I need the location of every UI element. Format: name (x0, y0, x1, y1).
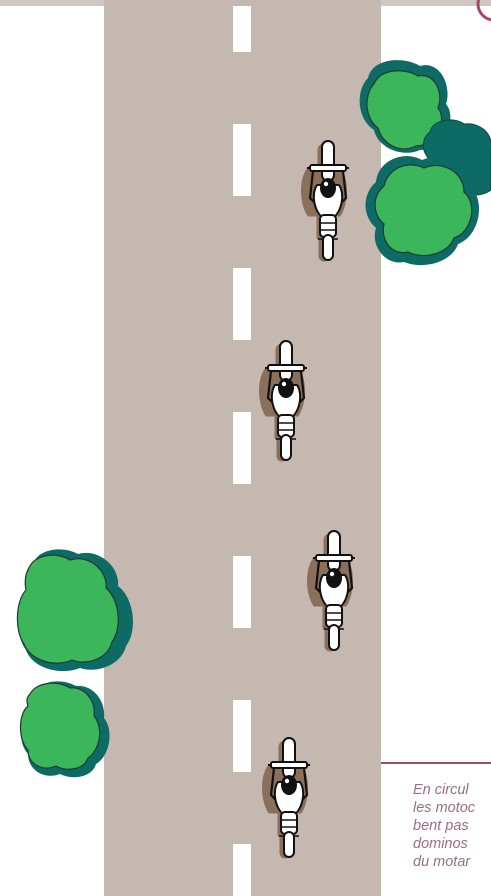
caption-line: les motoc (413, 799, 491, 817)
lane-dash (233, 268, 251, 340)
bush-icon (21, 681, 110, 777)
lane-dash (233, 844, 251, 896)
caption-line: dominos (413, 835, 491, 853)
lane-dash (233, 556, 251, 628)
lane-dash (233, 412, 251, 484)
caption-line: En circul (413, 781, 491, 799)
caption-text: En circul les motoc bent pas dominos du … (413, 781, 491, 871)
caption-line: bent pas (413, 817, 491, 835)
caption-line: du motar (413, 853, 491, 871)
lane-dash (233, 124, 251, 196)
lane-center-markings (233, 6, 251, 896)
bush-icon (366, 156, 480, 265)
lane-dash (233, 700, 251, 772)
lane-dash (233, 6, 251, 52)
caption-divider (381, 762, 491, 764)
